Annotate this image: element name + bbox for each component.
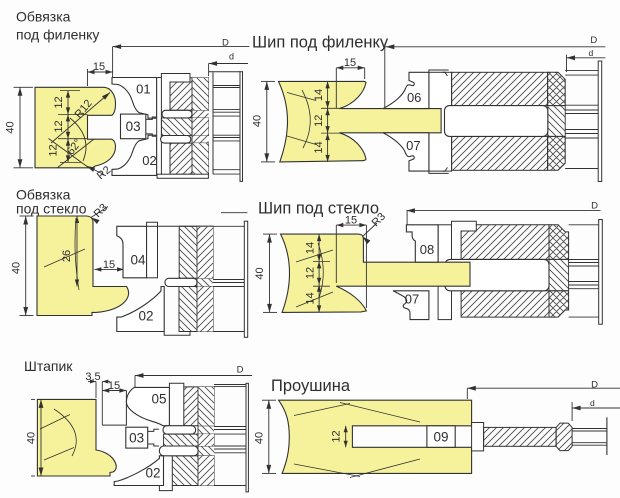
svg-text:40: 40: [5, 121, 17, 133]
svg-text:07: 07: [406, 138, 420, 153]
svg-text:D: D: [237, 365, 244, 376]
svg-text:14: 14: [305, 242, 317, 254]
svg-text:26: 26: [61, 250, 73, 262]
svg-text:08: 08: [420, 242, 434, 257]
svg-text:02: 02: [142, 153, 156, 168]
svg-text:14: 14: [313, 89, 325, 101]
svg-text:40: 40: [10, 262, 22, 274]
svg-text:Шип под стекло: Шип под стекло: [258, 200, 379, 218]
svg-text:d: d: [229, 52, 234, 62]
svg-text:Проушина: Проушина: [271, 377, 351, 395]
svg-text:Обвязка: Обвязка: [16, 9, 71, 25]
svg-text:02: 02: [145, 466, 160, 481]
svg-text:40: 40: [26, 432, 38, 444]
svg-text:06: 06: [407, 90, 421, 105]
svg-text:12: 12: [331, 430, 343, 442]
svg-text:Обвязка: Обвязка: [16, 187, 71, 203]
svg-text:d: d: [590, 398, 595, 408]
svg-text:d: d: [589, 48, 594, 58]
svg-text:15: 15: [344, 57, 356, 69]
svg-text:12: 12: [48, 144, 60, 156]
svg-text:07: 07: [405, 292, 419, 307]
svg-text:12: 12: [53, 120, 65, 132]
svg-text:14: 14: [305, 292, 317, 304]
svg-text:15: 15: [345, 214, 357, 226]
svg-text:09: 09: [433, 430, 448, 445]
svg-text:04: 04: [130, 253, 146, 268]
svg-text:15: 15: [108, 380, 120, 392]
svg-text:02: 02: [138, 309, 153, 324]
svg-text:40: 40: [254, 267, 266, 279]
svg-text:14: 14: [313, 141, 325, 153]
svg-text:12: 12: [53, 96, 65, 108]
svg-text:Штапик: Штапик: [24, 358, 73, 374]
svg-text:01: 01: [136, 82, 150, 97]
svg-text:05: 05: [151, 392, 166, 407]
svg-text:3,5: 3,5: [85, 371, 100, 383]
svg-text:12: 12: [305, 267, 317, 279]
svg-text:15: 15: [93, 61, 105, 73]
svg-text:под филенку: под филенку: [16, 27, 99, 43]
svg-text:40: 40: [254, 432, 266, 444]
svg-text:D: D: [222, 38, 229, 49]
svg-text:под стекло: под стекло: [16, 201, 87, 217]
svg-text:40: 40: [252, 115, 264, 127]
svg-text:03: 03: [129, 430, 144, 445]
svg-text:12: 12: [313, 115, 325, 127]
svg-text:15: 15: [103, 259, 115, 271]
svg-text:03: 03: [126, 119, 141, 134]
svg-text:D: D: [590, 35, 597, 46]
svg-text:Шип под филенку: Шип под филенку: [252, 34, 389, 52]
svg-text:D: D: [591, 380, 598, 391]
svg-text:D: D: [591, 200, 598, 211]
